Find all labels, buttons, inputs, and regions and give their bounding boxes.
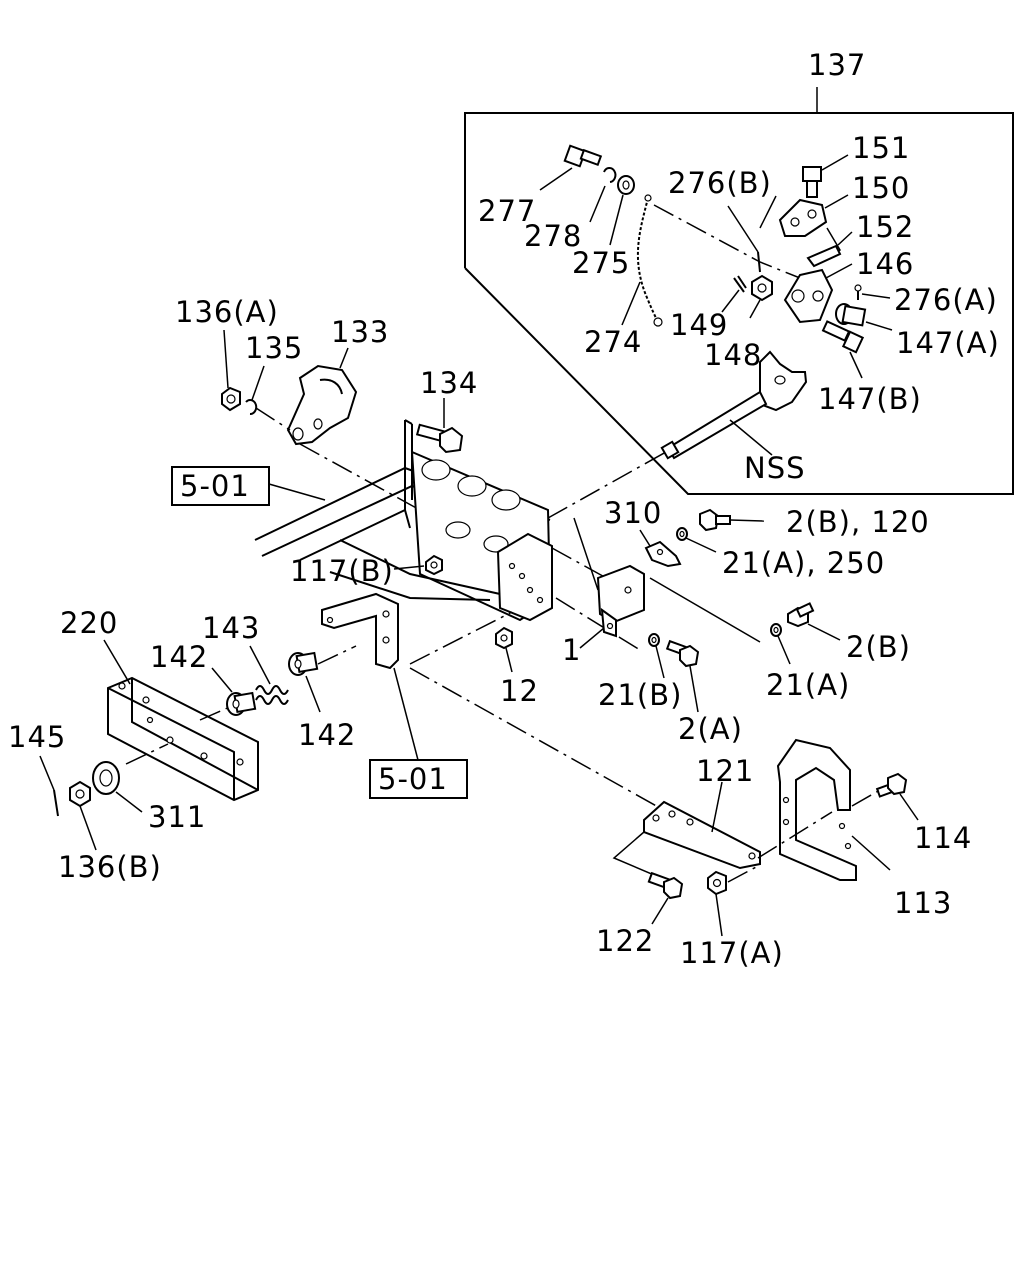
pin-147a <box>835 303 867 327</box>
callout-12: 12 <box>500 674 539 708</box>
bolt-277 <box>563 144 603 168</box>
callout-145: 145 <box>8 720 66 754</box>
washer-311 <box>92 761 120 795</box>
spring-clip-152 <box>806 244 842 268</box>
callout-152: 152 <box>856 210 914 244</box>
callout-134: 134 <box>420 366 478 400</box>
lock-washer-278 <box>603 167 617 183</box>
cotter-pin-149 <box>733 275 747 293</box>
nut-148 <box>751 274 773 302</box>
callout-147a: 147(A) <box>896 326 1000 360</box>
callout-150: 150 <box>852 171 910 205</box>
callout-113: 113 <box>894 886 952 920</box>
callout-146: 146 <box>856 247 914 281</box>
clevis-146 <box>783 268 834 324</box>
nut-117b <box>425 554 443 576</box>
callout-143: 143 <box>202 611 260 645</box>
bracket-310 <box>644 540 682 568</box>
callout-133: 133 <box>331 315 389 349</box>
callout-21a: 21(A) <box>766 668 850 702</box>
callout-149: 149 <box>670 308 728 342</box>
nut-12 <box>495 626 513 650</box>
callout-21b: 21(B) <box>598 678 682 712</box>
spring-143 <box>255 685 289 705</box>
detail-inset-frame <box>464 112 1014 495</box>
mount-bracket <box>321 592 399 670</box>
callout-2b: 2(B) <box>846 630 911 664</box>
callout-137: 137 <box>808 48 866 82</box>
callout-136a: 136(A) <box>175 295 279 329</box>
callout-147b: 147(B) <box>818 382 922 416</box>
callout-21a-250: 21(A), 250 <box>722 546 885 580</box>
callout-136b: 136(B) <box>58 850 162 884</box>
tow-hook-nss <box>660 350 808 460</box>
callout-148: 148 <box>704 338 762 372</box>
callout-311: 311 <box>148 800 206 834</box>
callout-nss: NSS <box>744 451 806 485</box>
callout-277: 277 <box>478 194 536 228</box>
ref-box-5-01-center <box>369 759 468 799</box>
left-upper-parts: 136(A) 135 133 134 5-01 <box>171 295 667 809</box>
callout-310: 310 <box>604 496 662 530</box>
center-right-parts: 310 1 2(B), 120 21(A), 250 21(B) <box>562 496 930 746</box>
callout-114: 114 <box>914 821 972 855</box>
ref-5-01-left: 5-01 <box>180 469 250 503</box>
nut-136a <box>221 386 241 412</box>
frame-assembly <box>254 419 553 622</box>
detail-inset-137: 137 277 278 275 274 151 <box>464 48 1014 495</box>
callout-122: 122 <box>596 924 654 958</box>
bolt-2b <box>787 602 815 628</box>
bolt-147b <box>821 320 865 354</box>
bracket-220 <box>107 676 259 802</box>
nut-117a <box>707 870 727 896</box>
bolt-122 <box>647 871 684 900</box>
bolt-2a <box>665 639 700 668</box>
ref-5-01-center: 5-01 <box>378 762 448 796</box>
callout-142-left: 142 <box>150 640 208 674</box>
ref-box-5-01-left <box>171 466 270 506</box>
left-lower-parts: 220 142 143 142 145 <box>8 606 357 884</box>
bushing-142-right <box>288 651 319 676</box>
lower-right-parts: 121 113 114 122 117(A <box>596 738 972 970</box>
chain-274 <box>636 197 659 323</box>
callout-135: 135 <box>245 331 303 365</box>
callout-121: 121 <box>696 754 754 788</box>
cotter-pin-276b <box>757 251 761 273</box>
bracket-1 <box>596 564 645 638</box>
callout-117b: 117(B) <box>290 554 394 588</box>
lock-washer-135 <box>245 399 258 416</box>
callout-117a: 117(A) <box>680 936 784 970</box>
callout-275: 275 <box>572 246 630 280</box>
bracket-121 <box>643 800 761 870</box>
bolt-114 <box>875 772 908 798</box>
cotter-pin-145 <box>53 789 59 817</box>
callout-2a: 2(A) <box>678 712 743 746</box>
nut-136b <box>69 780 91 808</box>
bolt-134 <box>415 423 464 454</box>
callout-151: 151 <box>852 131 910 165</box>
bushing-142-left <box>226 691 257 716</box>
callout-276b: 276(B) <box>668 166 772 200</box>
callout-278: 278 <box>524 219 582 253</box>
callout-276a: 276(A) <box>894 283 998 317</box>
callout-2b-120: 2(B), 120 <box>786 505 930 539</box>
callout-1: 1 <box>562 633 581 667</box>
callout-220: 220 <box>60 606 118 640</box>
bracket-113 <box>776 738 857 881</box>
callout-274: 274 <box>584 325 642 359</box>
bolt-2b-120 <box>699 508 731 532</box>
hook-133 <box>286 364 358 446</box>
bracket-150 <box>778 198 828 237</box>
bolt-151 <box>802 166 822 198</box>
callout-142-right: 142 <box>298 718 356 752</box>
